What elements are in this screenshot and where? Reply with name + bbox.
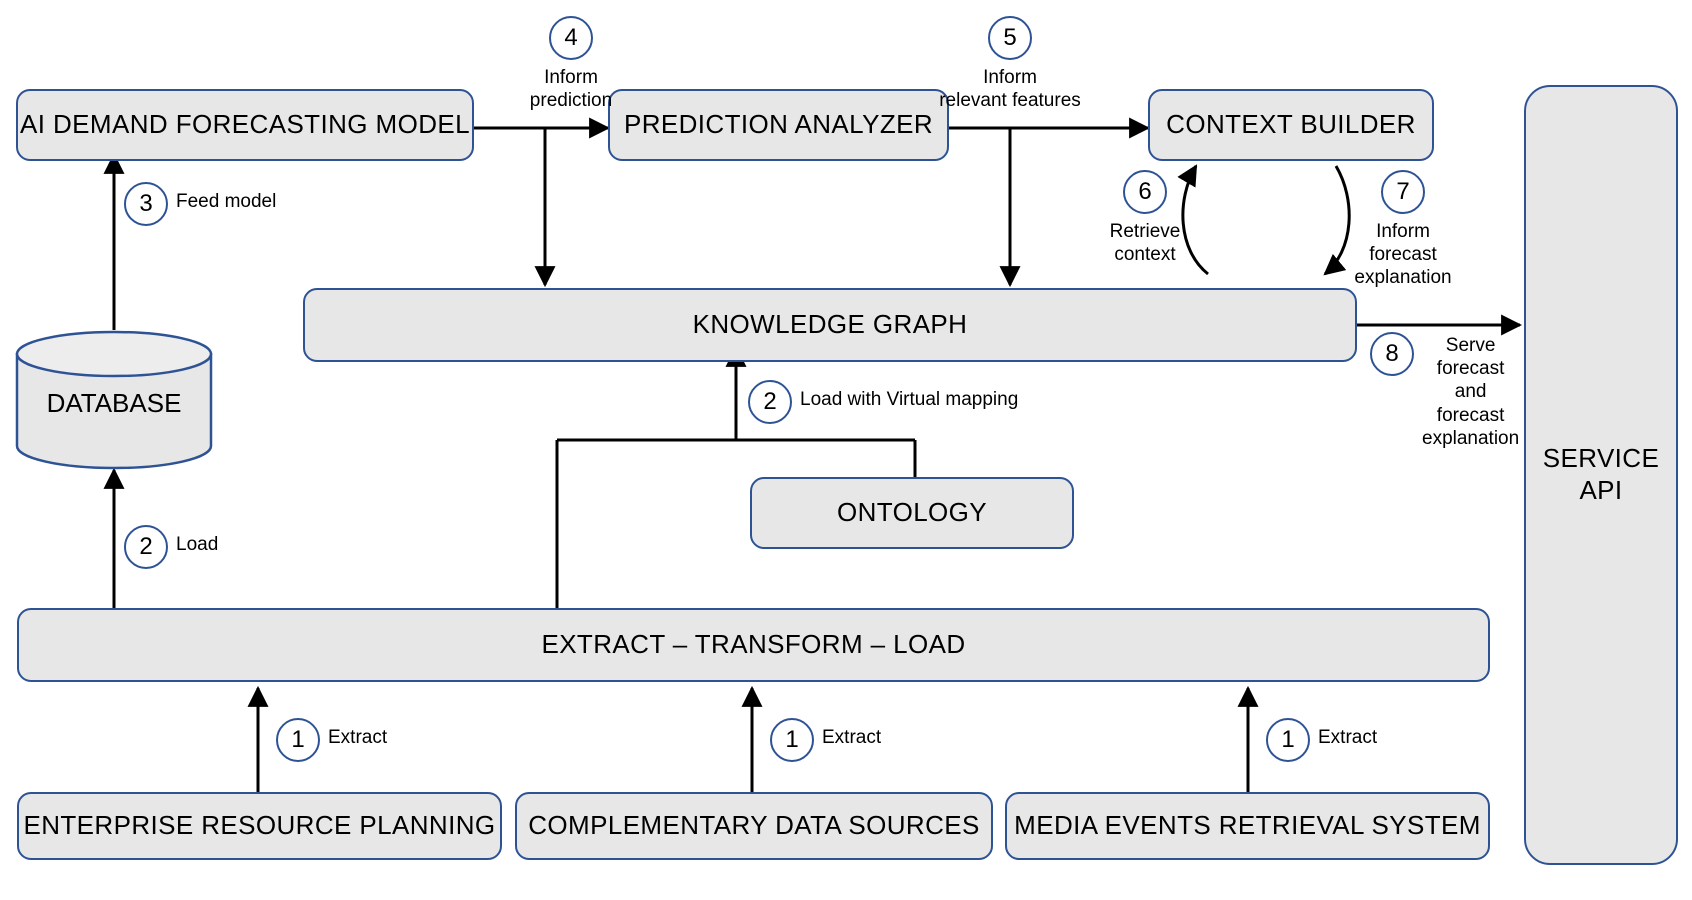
step-label: Inform forecast explanation bbox=[1354, 221, 1452, 289]
step-marker-4: 4 Inform prediction bbox=[521, 16, 621, 112]
step-label: Load with Virtual mapping bbox=[800, 389, 1019, 410]
step-number-badge: 5 bbox=[988, 16, 1032, 60]
node-media-events-retrieval-system[interactable]: MEDIA EVENTS RETRIEVAL SYSTEM bbox=[1005, 792, 1490, 860]
step-marker-1-erp: 1 Extract bbox=[276, 718, 387, 762]
node-label: AI DEMAND FORECASTING MODEL bbox=[20, 109, 470, 140]
step-marker-1-mers: 1 Extract bbox=[1266, 718, 1377, 762]
step-number-badge: 8 bbox=[1370, 332, 1414, 376]
node-label: MEDIA EVENTS RETRIEVAL SYSTEM bbox=[1014, 810, 1481, 841]
node-label: KNOWLEDGE GRAPH bbox=[692, 309, 968, 340]
step-marker-8: 8 Serve forecast and forecast explanatio… bbox=[1370, 332, 1519, 450]
node-context-builder[interactable]: CONTEXT BUILDER bbox=[1148, 89, 1434, 161]
step-label: Serve forecast and forecast explanation bbox=[1422, 335, 1520, 449]
step-marker-2-load: 2 Load bbox=[124, 525, 218, 569]
step-marker-3: 3 Feed model bbox=[124, 182, 276, 226]
step-label: Feed model bbox=[176, 191, 277, 212]
step-number-badge: 3 bbox=[124, 182, 168, 226]
step-marker-7: 7 Inform forecast explanation bbox=[1348, 170, 1458, 290]
step-number-badge: 7 bbox=[1381, 170, 1425, 214]
node-label: CONTEXT BUILDER bbox=[1166, 109, 1416, 140]
step-label: Extract bbox=[1318, 727, 1378, 748]
step-marker-6: 6 Retrieve context bbox=[1100, 170, 1190, 266]
node-label: ONTOLOGY bbox=[836, 497, 988, 528]
node-label: EXTRACT – TRANSFORM – LOAD bbox=[541, 629, 966, 660]
node-label: COMPLEMENTARY DATA SOURCES bbox=[528, 810, 980, 841]
step-number-badge: 1 bbox=[276, 718, 320, 762]
node-service-api[interactable]: SERVICE API bbox=[1524, 85, 1678, 865]
step-number-badge: 6 bbox=[1123, 170, 1167, 214]
step-label: Extract bbox=[328, 727, 388, 748]
step-label: Load bbox=[176, 534, 219, 555]
step-marker-2-virtual-mapping: 2 Load with Virtual mapping bbox=[748, 380, 1018, 424]
node-prediction-analyzer[interactable]: PREDICTION ANALYZER bbox=[608, 89, 949, 161]
node-knowledge-graph[interactable]: KNOWLEDGE GRAPH bbox=[303, 288, 1357, 362]
step-number-badge: 4 bbox=[549, 16, 593, 60]
node-ai-demand-forecasting-model[interactable]: AI DEMAND FORECASTING MODEL bbox=[16, 89, 474, 161]
node-label: SERVICE API bbox=[1542, 443, 1660, 505]
step-marker-5: 5 Inform relevant features bbox=[935, 16, 1085, 112]
node-extract-transform-load[interactable]: EXTRACT – TRANSFORM – LOAD bbox=[17, 608, 1490, 682]
edge-context-builder-to-knowledge-graph bbox=[1323, 165, 1351, 276]
node-database[interactable]: DATABASE bbox=[14, 330, 214, 470]
step-number-badge: 1 bbox=[770, 718, 814, 762]
node-label: PREDICTION ANALYZER bbox=[623, 109, 934, 140]
node-ontology[interactable]: ONTOLOGY bbox=[750, 477, 1074, 549]
step-number-badge: 2 bbox=[124, 525, 168, 569]
step-number-badge: 1 bbox=[1266, 718, 1310, 762]
cylinder-shape bbox=[15, 330, 213, 470]
node-label: DATABASE bbox=[46, 388, 182, 418]
node-complementary-data-sources[interactable]: COMPLEMENTARY DATA SOURCES bbox=[515, 792, 993, 860]
step-label: Inform prediction bbox=[529, 67, 613, 112]
step-label: Retrieve context bbox=[1109, 221, 1181, 266]
node-enterprise-resource-planning[interactable]: ENTERPRISE RESOURCE PLANNING bbox=[17, 792, 502, 860]
step-number-badge: 2 bbox=[748, 380, 792, 424]
step-label: Extract bbox=[822, 727, 882, 748]
step-marker-1-cds: 1 Extract bbox=[770, 718, 881, 762]
step-label: Inform relevant features bbox=[939, 67, 1081, 112]
node-label: ENTERPRISE RESOURCE PLANNING bbox=[23, 810, 496, 841]
